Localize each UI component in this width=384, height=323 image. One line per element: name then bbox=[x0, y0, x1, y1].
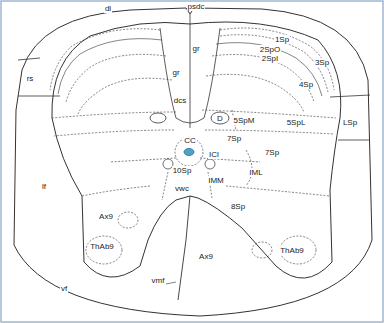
region-label: gr bbox=[191, 44, 200, 53]
region-label: 10Sp bbox=[172, 166, 193, 175]
region-label: LSp bbox=[342, 118, 358, 127]
region-label: vf bbox=[60, 284, 68, 293]
region-label: 3Sp bbox=[314, 58, 330, 67]
region-label: dcs bbox=[173, 96, 187, 105]
region-label: ThAb9 bbox=[89, 242, 115, 251]
region-label: lf bbox=[41, 182, 47, 191]
region-label: 5SpM bbox=[233, 116, 256, 125]
region-label: vmf bbox=[151, 276, 166, 285]
region-label: ICl bbox=[208, 150, 220, 159]
region-label: ThAb9 bbox=[279, 246, 305, 255]
region-label: 2SpO bbox=[259, 45, 281, 54]
region-label: 7Sp bbox=[226, 134, 242, 143]
region-label: IML bbox=[248, 168, 263, 177]
region-label: dl bbox=[104, 4, 112, 13]
region-label: 5SpL bbox=[286, 118, 307, 127]
region-label: IMM bbox=[207, 176, 225, 185]
region-label: vwc bbox=[174, 184, 190, 193]
region-label: D bbox=[216, 114, 224, 123]
region-label: psdc bbox=[187, 2, 206, 11]
region-label: 7Sp bbox=[264, 148, 280, 157]
region-label: Ax9 bbox=[198, 252, 214, 261]
region-label: rs bbox=[26, 74, 35, 83]
region-label: 4Sp bbox=[298, 80, 314, 89]
region-label: 8Sp bbox=[230, 202, 246, 211]
region-label: 2SpI bbox=[261, 54, 279, 63]
region-label: gr bbox=[171, 68, 180, 77]
region-label: Ax9 bbox=[98, 212, 114, 221]
region-label: CC bbox=[183, 136, 197, 145]
region-label: 1Sp bbox=[274, 35, 290, 44]
